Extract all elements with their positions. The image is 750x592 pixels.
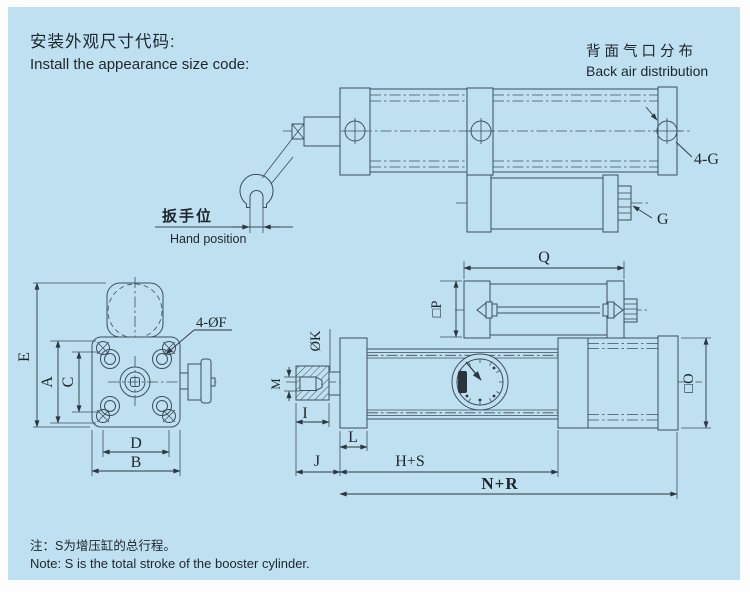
booster-cylinder: [455, 280, 648, 339]
wrench-icon: [239, 138, 294, 233]
gauge-dial: [451, 353, 509, 411]
footer-note-cn: 注：S为增压缸的总行程。: [30, 538, 176, 553]
dim-label-a: A: [39, 376, 56, 388]
dim-label-e: E: [16, 352, 33, 362]
dim-label-c: C: [60, 377, 77, 388]
page-title-en: Install the appearance size code:: [30, 56, 249, 73]
dim-label-4g: 4-G: [694, 151, 719, 168]
gauge-label-plate: [458, 371, 467, 393]
counterbore-holes: [100, 349, 172, 416]
dim-label-l: L: [348, 429, 358, 446]
side-view-drawing: M ØK I L J H+S N+R Q □P: [269, 249, 711, 499]
dim-label-b: B: [131, 454, 142, 471]
dim-label-k: ØK: [308, 330, 324, 351]
front-view-drawing: E A C D B 4-ØF: [16, 277, 232, 476]
dim-label-nr: N+R: [481, 474, 518, 493]
page-title-cn: 安装外观尺寸代码:: [30, 32, 176, 51]
dim-label-p: □P: [429, 301, 445, 318]
dim-label-d: D: [130, 435, 142, 452]
hand-position-label-en: Hand position: [170, 232, 246, 246]
dim-label-o: □O: [681, 373, 697, 392]
hand-position-callout: 扳手位 Hand position: [155, 207, 293, 246]
dim-label-hs: H+S: [395, 453, 424, 470]
dim-label-4f: 4-ØF: [196, 315, 227, 331]
side-fitting-profile: [179, 358, 216, 404]
dim-label-g: G: [657, 211, 669, 228]
dim-label-q: Q: [538, 249, 550, 266]
dim-label-j: J: [314, 453, 320, 470]
footer-note-en: Note: S is the total stroke of the boost…: [30, 556, 310, 571]
dim-label-i: I: [302, 405, 307, 422]
dim-label-m: M: [269, 378, 283, 389]
air-port-holes: [341, 118, 681, 144]
back-air-caption-cn: 背面气口分布: [586, 43, 697, 60]
back-air-caption-en: Back air distribution: [586, 63, 708, 79]
hand-position-label-cn: 扳手位: [162, 207, 213, 225]
back-view-drawing: 4-G G: [283, 86, 719, 233]
